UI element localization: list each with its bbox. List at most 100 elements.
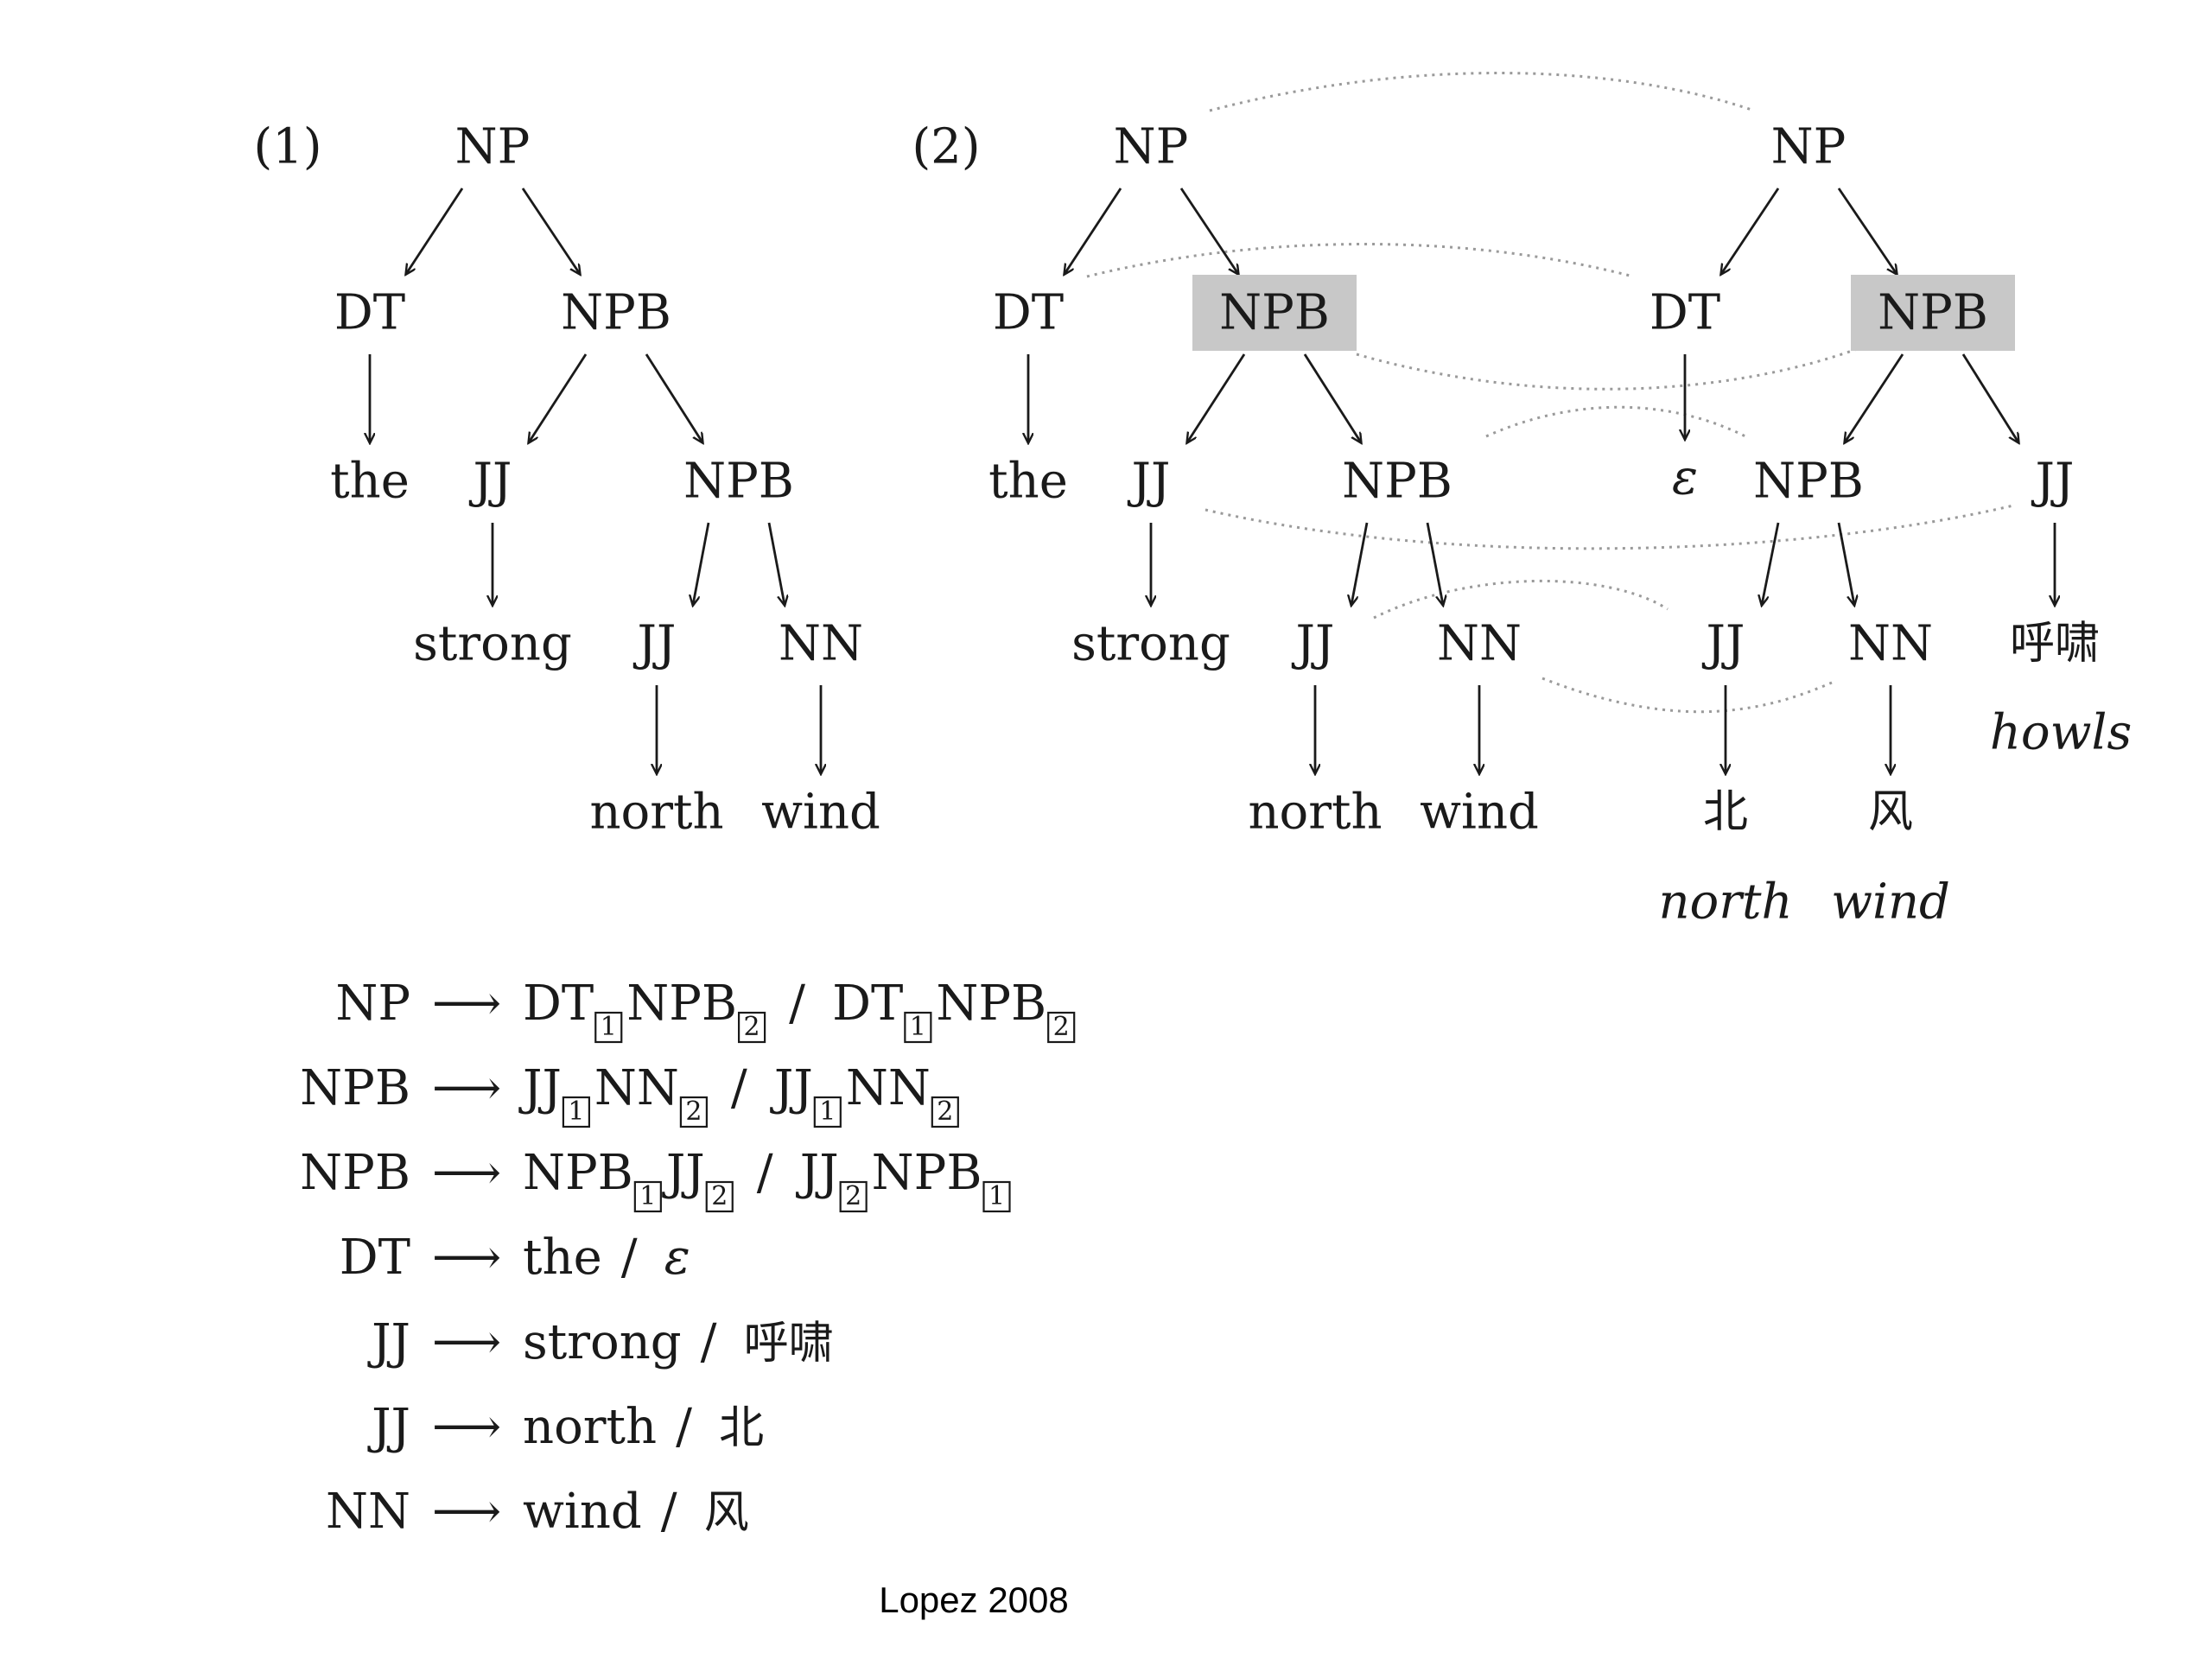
node-c-dt: DT — [1649, 285, 1720, 341]
edge-e-npb-to-e-npb2 — [1303, 353, 1361, 442]
index-number: 2 — [845, 1181, 861, 1211]
rule-terminal: ε — [664, 1230, 690, 1286]
edge-e-np-to-e-dt — [1065, 188, 1122, 274]
node-t1-npb: NPB — [561, 285, 671, 341]
alignment-link-npb — [1356, 344, 1867, 391]
rule-arrow: ⟶ — [432, 1060, 501, 1116]
node-c-eps: ε — [1672, 450, 1698, 506]
node-t1-jj2: JJ — [633, 616, 677, 672]
rule-symbol: NPB — [936, 976, 1046, 1032]
rule-slash: / — [621, 1230, 638, 1286]
node-t2-label: (2) — [912, 119, 980, 175]
index-number: 2 — [937, 1096, 953, 1127]
highlight-boxes — [1192, 275, 2015, 351]
edge-e-npb2-to-e-nn — [1426, 522, 1443, 605]
rule-terminal: north — [523, 1399, 657, 1455]
rule-arrow: ⟶ — [432, 1314, 501, 1370]
tree-edges — [370, 188, 2055, 773]
node-t1-strong: strong — [413, 616, 572, 672]
rule-lhs: NN — [326, 1484, 410, 1540]
rule-arrow: ⟶ — [432, 1230, 501, 1286]
rule-symbol: JJ — [662, 1145, 705, 1201]
index-box — [594, 1011, 623, 1044]
index-box — [633, 1180, 662, 1213]
node-c-npb2: NPB — [1753, 454, 1864, 510]
index-box — [931, 1096, 959, 1128]
edge-c-np-to-c-npb — [1837, 188, 1897, 274]
alignment-link-npb2 — [1485, 405, 1746, 438]
rule-symbol: NPB — [872, 1145, 982, 1201]
index-box — [679, 1096, 709, 1128]
node-c-ngloss: north — [1658, 874, 1792, 931]
index-number: 2 — [1053, 1012, 1070, 1042]
node-e-nn: NN — [1437, 616, 1522, 672]
rule-slash: / — [731, 1060, 747, 1116]
edge-c-npb-to-c-npb2 — [1845, 353, 1904, 442]
index-number: 1 — [568, 1096, 584, 1127]
rule-terminal: 风 — [704, 1487, 749, 1539]
alignment-link-dt — [1086, 243, 1634, 278]
node-t1-wind: wind — [761, 785, 880, 841]
index-box — [839, 1180, 868, 1213]
rule-symbol: NN — [846, 1060, 931, 1116]
node-e-north: north — [1248, 785, 1382, 841]
node-c-nn: NN — [1848, 616, 1933, 672]
edge-t1-npb-to-t1-npb2 — [645, 353, 702, 442]
node-c-feng: 风 — [1868, 786, 1913, 838]
highlight-box-c-npb — [1851, 275, 2015, 351]
index-box — [904, 1011, 932, 1044]
index-box — [813, 1096, 842, 1128]
rule-7: NN⟶wind/风 — [326, 1484, 749, 1540]
rule-lhs: JJ — [367, 1399, 410, 1455]
node-t1-jj: JJ — [469, 454, 512, 510]
node-c-wgloss: wind — [1831, 874, 1950, 931]
node-c-np: NP — [1771, 119, 1847, 175]
node-e-jj2: JJ — [1292, 616, 1335, 672]
index-box — [982, 1180, 1011, 1213]
node-e-the: the — [988, 454, 1068, 510]
rule-lhs: NP — [335, 976, 410, 1032]
node-c-bei: 北 — [1703, 786, 1748, 838]
alignment-link-jj — [1205, 504, 2014, 550]
node-t1-the: the — [330, 454, 410, 510]
rule-slash: / — [789, 976, 805, 1032]
edge-e-npb2-to-e-jj2 — [1351, 522, 1369, 605]
index-number: 1 — [819, 1096, 836, 1127]
rule-4: DT ⟶ the / ε — [340, 1230, 690, 1286]
edge-t1-np-to-t1-npb — [521, 188, 580, 274]
rule-terminal: the — [523, 1230, 602, 1286]
node-t1-nn: NN — [779, 616, 863, 672]
node-e-npb2: NPB — [1342, 454, 1452, 510]
rule-6: JJ⟶north/北 — [367, 1399, 764, 1455]
edge-e-npb-to-e-jj — [1187, 353, 1246, 442]
node-t1-dt: DT — [334, 285, 405, 341]
edge-e-np-to-e-npb — [1179, 188, 1238, 274]
index-number: 2 — [711, 1181, 728, 1211]
edge-c-npb-to-c-jj — [1961, 353, 2018, 442]
rule-slash: / — [676, 1399, 692, 1455]
rule-lhs: DT — [340, 1230, 410, 1286]
rule-symbol: DT — [523, 976, 594, 1032]
index-box — [562, 1096, 591, 1128]
alignment-link-nn — [1541, 677, 1833, 714]
rule-symbol: NPB — [626, 976, 737, 1032]
node-t1-npb2: NPB — [683, 454, 794, 510]
rule-terminal: strong — [523, 1314, 682, 1370]
node-e-jj: JJ — [1128, 454, 1171, 510]
citation-caption: Lopez 2008 — [879, 1580, 1069, 1620]
rule-symbol: NPB — [523, 1145, 633, 1201]
index-number: 1 — [601, 1012, 617, 1042]
rule-arrow: ⟶ — [432, 976, 501, 1032]
rule-terminal: 呼啸 — [744, 1318, 834, 1370]
edge-t1-npb2-to-t1-nn — [767, 522, 785, 605]
node-c-howls: howls — [1990, 705, 2132, 761]
index-box — [705, 1180, 734, 1213]
edge-t1-np-to-t1-dt — [406, 188, 464, 274]
index-box — [1047, 1011, 1076, 1044]
rule-lhs: NPB — [300, 1145, 410, 1201]
rule-5: JJ⟶strong/呼啸 — [367, 1314, 834, 1370]
